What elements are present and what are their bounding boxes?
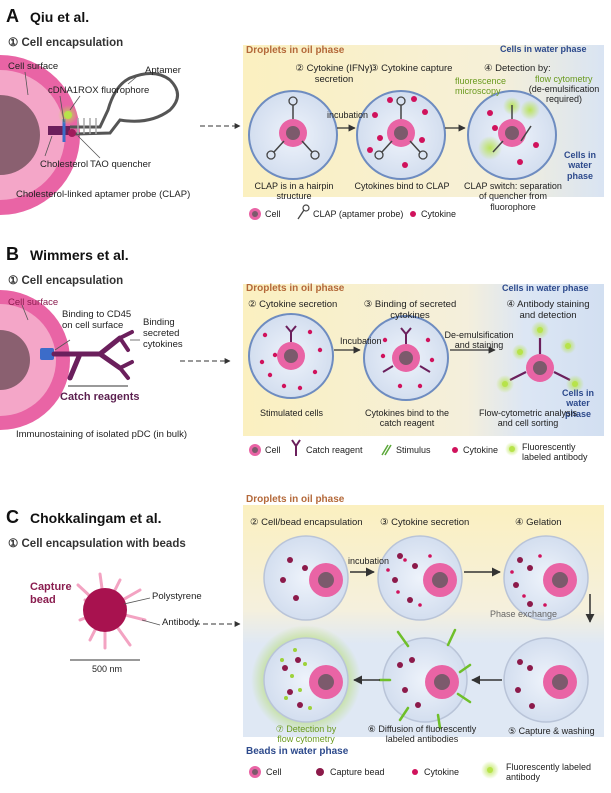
panel-c-step1: ① Cell encapsulation with beads: [8, 538, 186, 550]
panel-c-step5: ⑤ Capture & washing: [508, 726, 595, 736]
panel-a-cells-in-water: Cells in water phase: [563, 150, 596, 181]
panel-c-label-scale: 500 nm: [92, 664, 123, 674]
panel-a-step2: ② Cytokine (IFNγ) secretion: [295, 63, 373, 85]
panel-a-incubation: incubation: [327, 110, 369, 120]
panel-b-oil-phase: Droplets in oil phase: [246, 283, 345, 294]
panel-a-caption: Cholesterol-linked aptamer probe (CLAP): [16, 189, 191, 200]
panel-a-oil-phase: Droplets in oil phase: [246, 45, 345, 56]
panel-b-legend-catch: Catch reagent: [306, 445, 363, 455]
panel-c-step7: ⑦ Detection by flow cytometry: [275, 724, 337, 745]
panel-a-step4: ④ Detection by:: [484, 63, 551, 74]
panel-c-step3: ③ Cytokine secretion: [380, 517, 470, 528]
panel-a-label-rox: ROX fluorophore: [78, 85, 150, 96]
panel-c-legend-cell: Cell: [266, 767, 282, 777]
panel-a-step1: ① Cell encapsulation: [8, 37, 124, 49]
panel-c-legend-cytokine: Cytokine: [424, 767, 460, 777]
panel-c-author: Chokkalingam et al.: [30, 510, 162, 526]
panel-a-legend-clap: CLAP (aptamer probe): [313, 209, 404, 219]
panel-a-water-phase: Cells in water phase: [500, 44, 587, 54]
panel-b-cells-in-water: Cells in water phase: [561, 388, 594, 419]
panel-b-legend-stimulus: Stimulus: [396, 445, 431, 455]
panel-a-author: Qiu et al.: [30, 9, 90, 25]
panel-c-step2: ② Cell/bead encapsulation: [250, 517, 363, 528]
panel-c-legend-capture-bead: Capture bead: [330, 767, 385, 777]
panel-b-legend-fl-ab: Fluorescently labeled antibody: [522, 442, 588, 463]
panel-b-caption-2: Cytokines bind to the catch reagent: [364, 408, 450, 429]
panel-a-legend-cell: Cell: [265, 209, 281, 219]
panel-c-letter: C: [6, 507, 19, 527]
panel-b-caption-3: Flow-cytometric analysis and cell sortin…: [478, 408, 578, 429]
panel-a-droplet-3-cell: [478, 97, 540, 165]
panel-c-step6: ⑥ Diffusion of fluorescently labeled ant…: [367, 724, 477, 745]
panel-c-legend-fl-ab: Fluorescently labeled antibody: [506, 762, 592, 783]
panel-b-letter: B: [6, 244, 19, 264]
panel-b-label-cd45: Binding to CD45 on cell surface: [62, 309, 132, 331]
panel-a-caption-3: CLAP switch: separation of quencher from…: [464, 181, 562, 212]
panel-c-step4: ④ Gelation: [515, 517, 562, 528]
panel-c-oil-phase: Droplets in oil phase: [246, 494, 345, 505]
panel-a-flow-cytometry: flow cytometry: [535, 74, 593, 84]
panel-a-caption-1: CLAP is in a hairpin structure: [254, 181, 334, 202]
panel-a-label-cholesterol: Cholesterol: [40, 159, 89, 170]
capture-bead-core: [83, 588, 127, 632]
panel-b-step1: ① Cell encapsulation: [8, 275, 124, 287]
panel-a-label-cell-surface: Cell surface: [8, 61, 59, 72]
panel-b-graphics: [0, 284, 604, 456]
panel-c-label-polystyrene: Polystyrene: [152, 591, 202, 602]
panel-c-incubation: incubation: [348, 556, 390, 566]
panel-a-letter: A: [6, 6, 19, 26]
panel-b-label-catch: Catch reagents: [60, 391, 140, 403]
panel-a-caption-2: Cytokines bind to CLAP: [354, 181, 450, 191]
panel-b-author: Wimmers et al.: [30, 247, 129, 263]
panel-a-label-aptamer: Aptamer: [145, 65, 181, 76]
panel-b-caption: Immunostaining of isolated pDC (in bulk): [16, 429, 188, 440]
panel-b-legend-cell: Cell: [265, 445, 281, 455]
panel-b-step2: ② Cytokine secretion: [248, 299, 338, 310]
panel-a-legend-cytokine: Cytokine: [421, 209, 457, 219]
panel-b-label-cell-surface: Cell surface: [8, 297, 59, 308]
panel-b-de-emulsification: De-emulsification and staining: [444, 330, 514, 351]
panel-b-water-phase: Cells in water phase: [502, 283, 589, 293]
panel-b-incubation: Incubation: [340, 336, 382, 346]
panel-c-label-antibody: Antibody: [162, 617, 199, 628]
panel-a-step3: ③ Cytokine capture: [370, 63, 453, 74]
panel-a-label-cdna1: cDNA1: [48, 85, 79, 96]
panel-b-caption-1: Stimulated cells: [260, 408, 324, 418]
panel-b-legend-cytokine: Cytokine: [463, 445, 499, 455]
panel-b-label-binding: Binding secreted cytokines: [143, 317, 183, 350]
panel-c-label-capture-bead: Capture bead: [30, 581, 72, 606]
panel-b-step4: ④ Antibody staining and detection: [506, 299, 590, 321]
panel-a-droplet-1-cell: [266, 96, 320, 160]
panel-a-fluorescence-microscopy: fluorescence microscopy: [455, 76, 507, 97]
panel-a-de-emulsification: (de-emulsification required): [528, 84, 600, 105]
panel-b-step3: ③ Binding of secreted cytokines: [363, 299, 457, 321]
panel-c-phase-exchange: Phase exchange: [490, 609, 558, 619]
panel-c-water-phase: Beads in water phase: [246, 746, 349, 757]
panel-a-label-tao: TAO quencher: [90, 159, 152, 170]
panel-a-graphics: [0, 45, 604, 220]
panel-a-droplet-2-cell: [367, 96, 428, 168]
panel-c-graphics: [70, 505, 604, 779]
